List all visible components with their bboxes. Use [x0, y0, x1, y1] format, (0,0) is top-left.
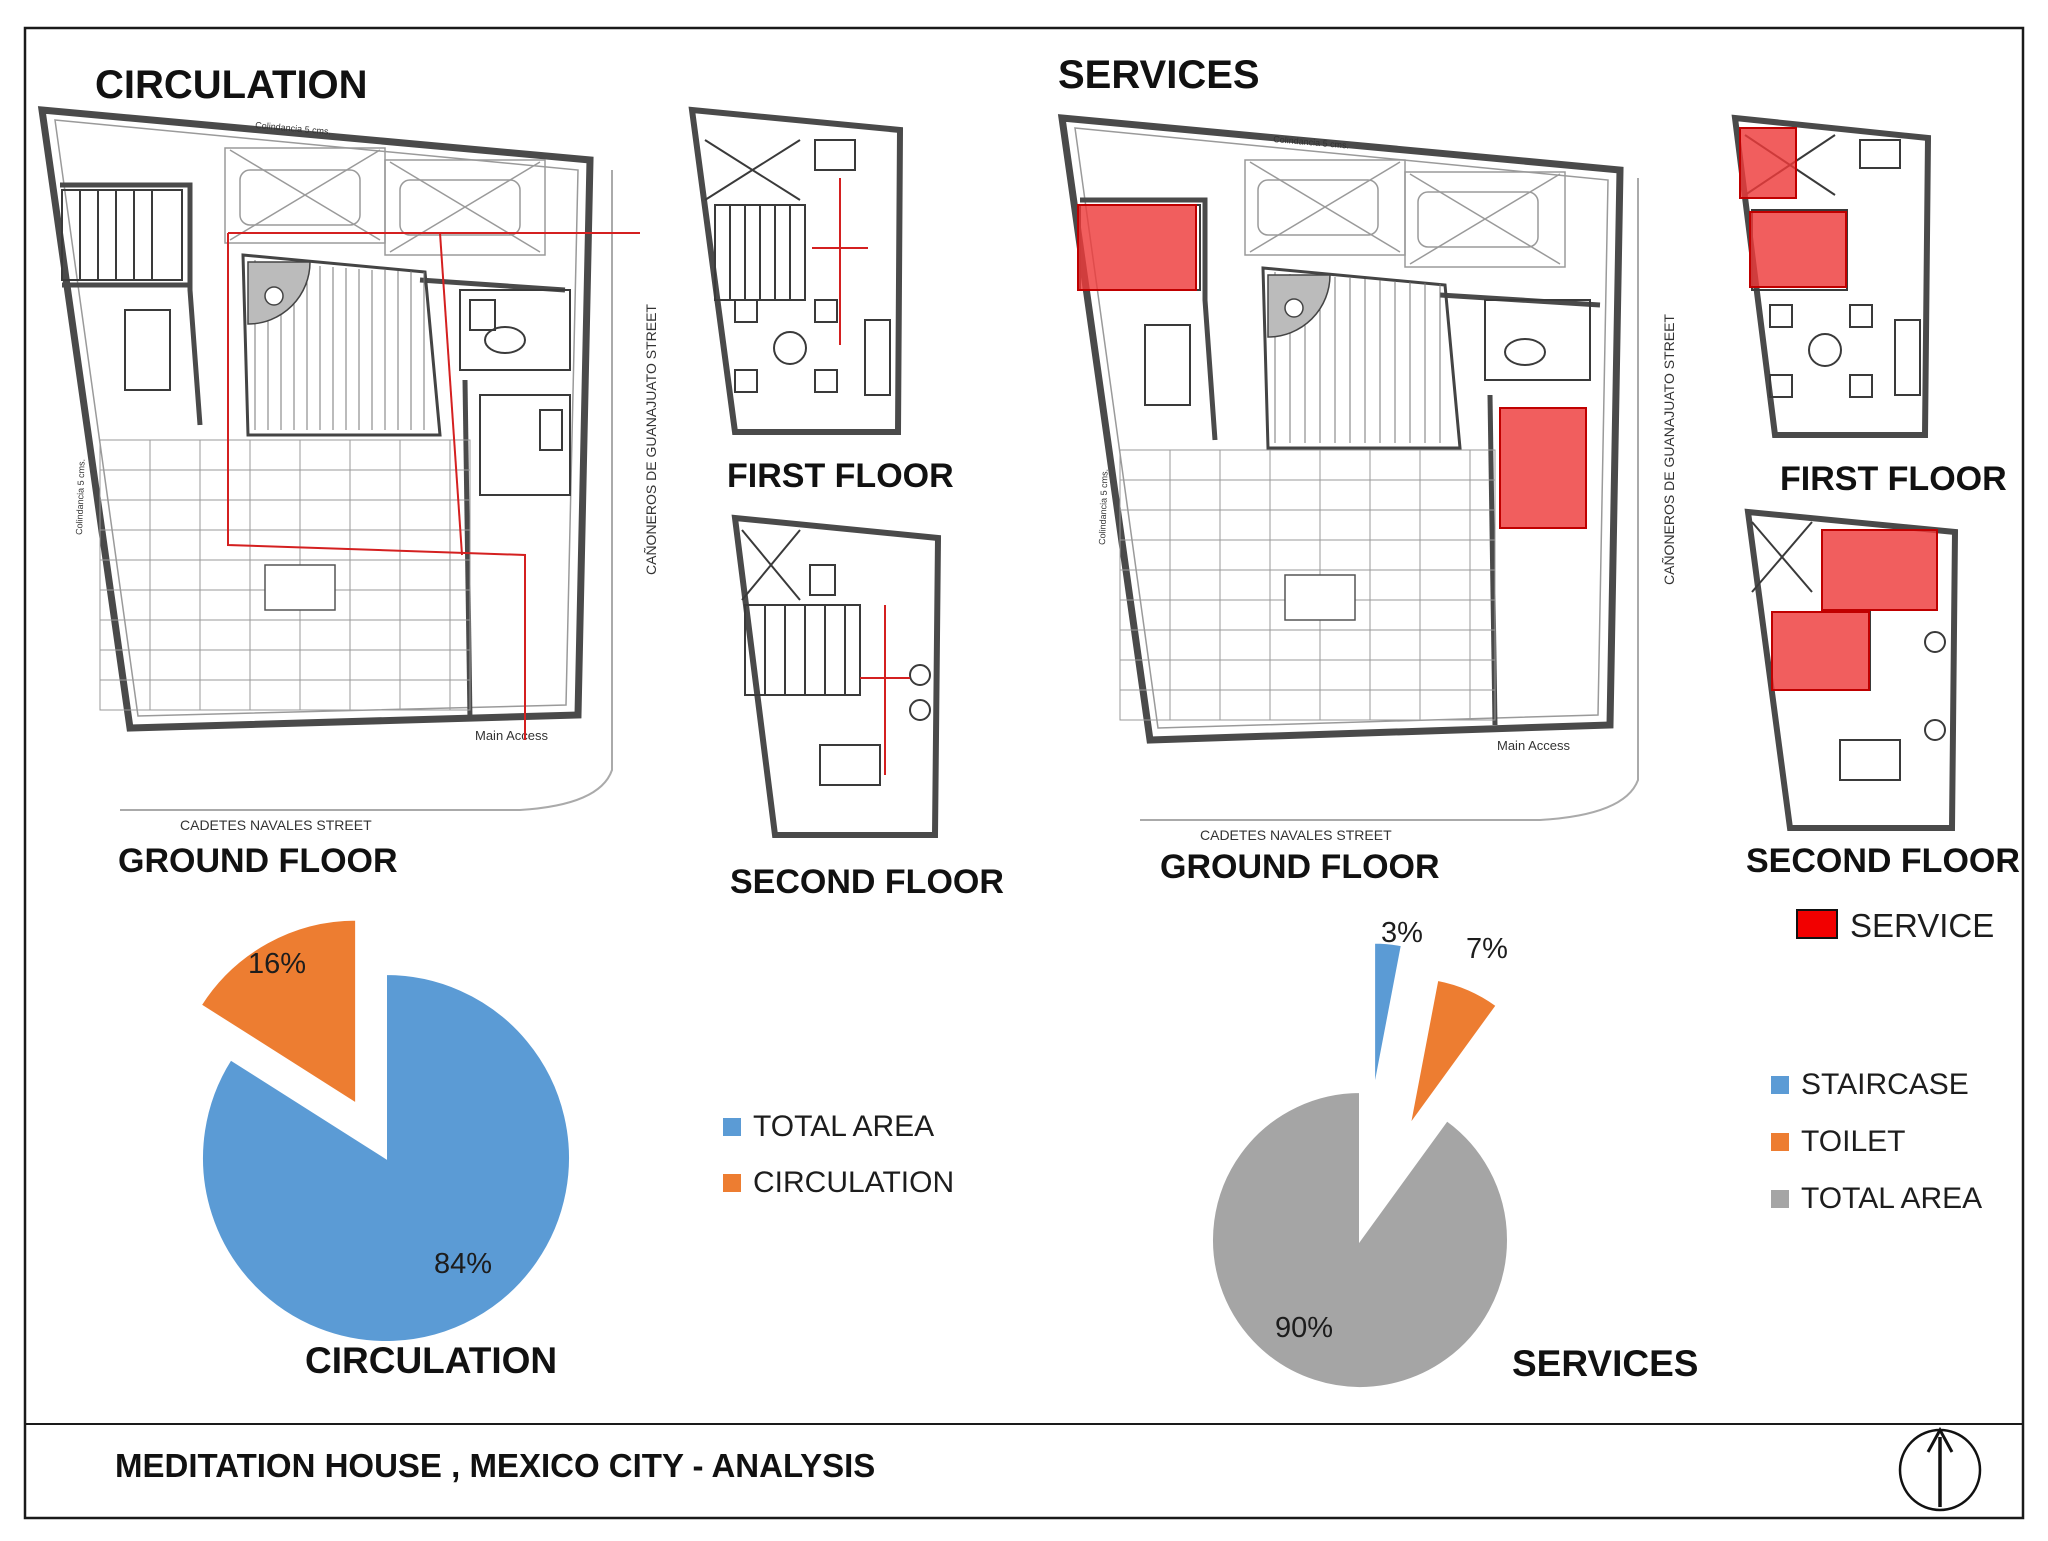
serv-plan-note-colindancia-left: Colindancia 5 cms. — [1097, 469, 1110, 545]
serv-second-floor-label: SECOND FLOOR — [1746, 842, 2020, 880]
footer-title: MEDITATION HOUSE , MEXICO CITY - ANALYSI… — [115, 1447, 875, 1484]
second-floor-service-highlights — [1771, 529, 1938, 691]
pie-data-label-circulation: 16% — [248, 948, 306, 980]
first-floor-service-highlights — [1739, 127, 1847, 288]
circulation-path-overlay — [227, 232, 640, 740]
circulation-ground-floor-plan: Colindancia 5 cms. Colindancia 5 cms. Ma… — [37, 106, 659, 880]
serv-first-floor-label: FIRST FLOOR — [1780, 460, 2007, 498]
second-floor-circulation-lines — [860, 605, 910, 775]
legend-label-total-area-services: TOTAL AREA — [1801, 1182, 1982, 1215]
service-block-second-toilet — [1821, 529, 1938, 611]
pie-slice-toilet — [1408, 978, 1499, 1126]
pie-slice-circulation — [199, 918, 358, 1106]
pie-data-label-total-area: 90% — [1275, 1312, 1333, 1344]
plan-note-main-access: Main Access — [475, 728, 548, 743]
pie-data-label-toilet: 7% — [1466, 933, 1508, 965]
circulation-chart-caption: CIRCULATION — [305, 1340, 557, 1381]
ground-floor-service-highlights — [1077, 204, 1587, 529]
circ-first-floor-label: FIRST FLOOR — [727, 457, 954, 495]
north-arrow-icon — [1898, 1426, 1982, 1512]
pie-slice-total-area — [1210, 1090, 1509, 1389]
plan-note-colindancia-left: Colindancia 5 cms. — [74, 459, 87, 535]
legend-swatch-total-area — [723, 1118, 741, 1136]
serv-plan-note-street-side: CAÑONEROS DE GUANAJUATO STREET — [1661, 314, 1677, 585]
first-floor-circulation-lines — [812, 178, 868, 345]
service-block-second-stair — [1771, 611, 1870, 691]
legend-swatch-staircase — [1771, 1076, 1789, 1094]
pie-slice-staircase — [1373, 941, 1404, 1091]
legend-label-total-area: TOTAL AREA — [753, 1110, 934, 1143]
circ-second-floor-label: SECOND FLOOR — [730, 863, 1004, 901]
services-legend: STAIRCASE TOILET TOTAL AREA — [1771, 1068, 1982, 1215]
services-ground-floor-plan: Colindancia 5 cms. Colindancia 5 cms. Ma… — [1057, 114, 1677, 886]
service-block-toilet — [1499, 407, 1587, 529]
plan-note-street-side: CAÑONEROS DE GUANAJUATO STREET — [643, 304, 659, 575]
legend-swatch-total-area — [1771, 1190, 1789, 1208]
circulation-legend: TOTAL AREA CIRCULATION — [723, 1110, 954, 1199]
sheet-border — [23, 26, 2025, 1520]
legend-label-toilet: TOILET — [1801, 1125, 1905, 1158]
serv-plan-note-street-bottom: CADETES NAVALES STREET — [1200, 827, 1392, 843]
services-heading: SERVICES — [1058, 53, 1260, 97]
pie-data-label-total-area: 84% — [434, 1248, 492, 1280]
pie-data-label-staircase: 3% — [1381, 917, 1423, 949]
service-block-staircase — [1077, 204, 1197, 291]
services-second-floor-plan: SECOND FLOOR SERVICE — [1744, 508, 2020, 944]
serv-ground-floor-label: GROUND FLOOR — [1160, 848, 1440, 886]
legend-swatch-circulation — [723, 1174, 741, 1192]
circulation-heading: CIRCULATION — [95, 63, 368, 107]
service-block-first-toilet — [1739, 127, 1797, 199]
legend-label-staircase: STAIRCASE — [1801, 1068, 1969, 1101]
pie-slice-total-area — [201, 972, 571, 1343]
plan-note-street-bottom: CADETES NAVALES STREET — [180, 817, 372, 833]
serv-plan-note-main-access: Main Access — [1497, 738, 1570, 753]
circ-ground-floor-label: GROUND FLOOR — [118, 842, 398, 880]
legend-swatch-toilet — [1771, 1133, 1789, 1151]
legend-label-circulation: CIRCULATION — [753, 1166, 954, 1199]
service-block-first-stair — [1749, 211, 1847, 288]
services-chart-caption: SERVICES — [1512, 1343, 1698, 1384]
services-pie-chart: 3% 7% 90% — [1210, 917, 1509, 1389]
service-key-swatch — [1796, 909, 1838, 939]
circulation-first-floor-plan: FIRST FLOOR — [688, 106, 954, 495]
service-key-label: SERVICE — [1850, 907, 1994, 944]
circulation-pie-chart: 84% 16% — [199, 918, 571, 1343]
circulation-second-floor-plan: SECOND FLOOR — [730, 514, 1004, 901]
services-first-floor-plan: FIRST FLOOR — [1731, 114, 2007, 498]
